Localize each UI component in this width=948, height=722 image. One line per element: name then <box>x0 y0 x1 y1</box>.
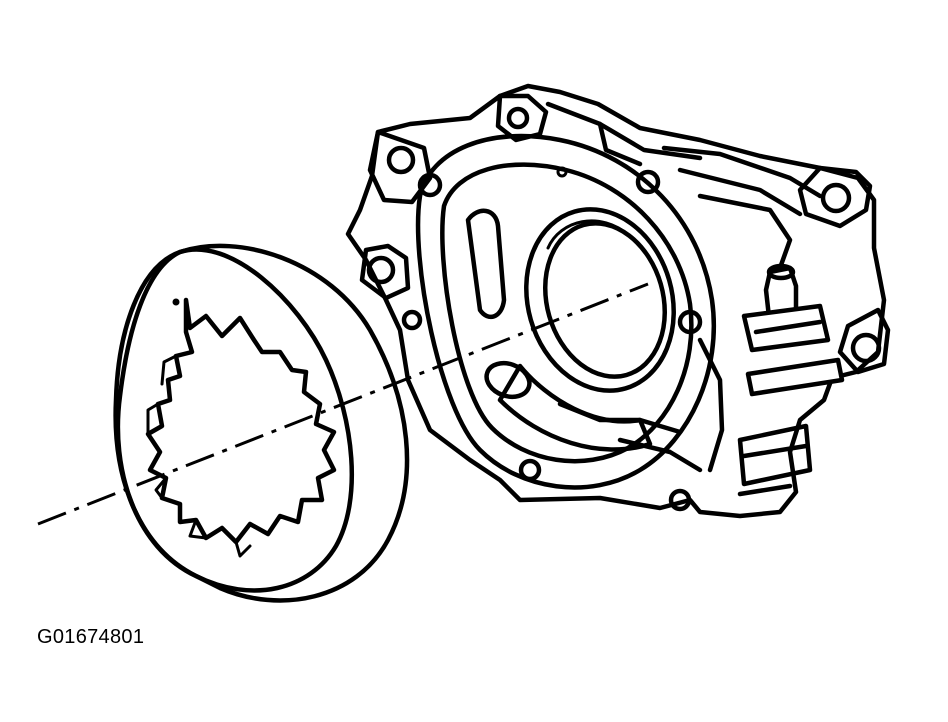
flange-bolt <box>635 169 661 195</box>
bolt-hole <box>366 255 396 285</box>
bolt-hole <box>506 106 530 130</box>
figure-code: G01674801 <box>37 626 145 648</box>
pump-housing <box>345 83 891 519</box>
flange-bolt <box>401 309 423 331</box>
bolt-hole <box>386 145 416 175</box>
flange-bolt <box>677 309 703 335</box>
flange-bolt <box>417 172 443 198</box>
flange-bolt <box>668 488 692 512</box>
bolt-hole <box>850 332 882 364</box>
alignment-axis <box>37 282 649 526</box>
flange-bolt <box>518 458 542 482</box>
outer-rotor-gear <box>113 243 410 603</box>
bolt-hole <box>820 182 852 214</box>
